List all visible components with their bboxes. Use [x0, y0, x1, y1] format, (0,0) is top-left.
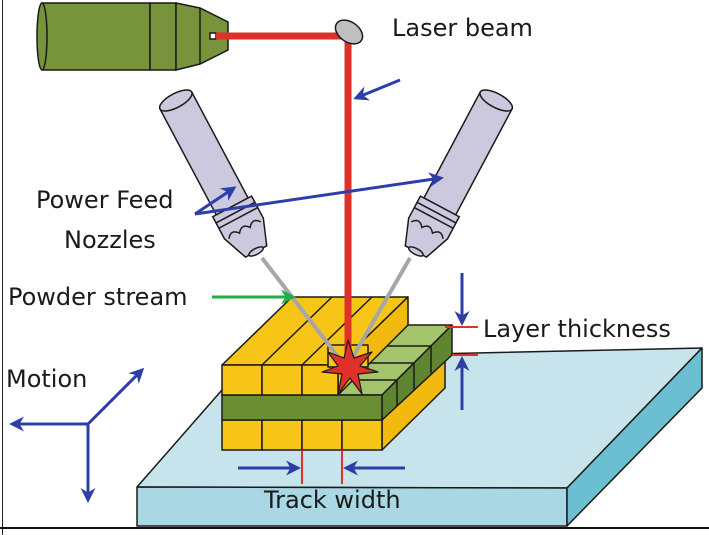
substrate-side-face	[566, 347, 703, 527]
powder-stream-left	[260, 256, 344, 364]
top-track-divider	[261, 296, 333, 366]
nozzle-pointer-arrow-left	[194, 186, 237, 216]
track-cell	[261, 364, 303, 396]
laser-beam-pointer-arrow	[353, 78, 401, 101]
mirror	[334, 19, 364, 45]
bottom-layer-front	[221, 419, 383, 451]
track-cell	[221, 419, 263, 451]
track-cell	[341, 419, 383, 451]
track-cell	[301, 419, 343, 451]
powder-feed-nozzle-left	[158, 89, 268, 259]
power-feed-nozzles-label-line2: Nozzles	[64, 226, 156, 254]
motion-axes-icon	[8, 367, 145, 503]
top-track-divider	[301, 296, 373, 366]
track-width-label: Track width	[264, 486, 401, 514]
powder-feed-nozzle-right	[404, 89, 514, 259]
middle-layer-front	[221, 394, 383, 421]
top-layer-front	[221, 364, 339, 396]
frame-left-border	[2, 0, 3, 535]
powder-stream-right	[348, 257, 412, 363]
layer-thickness-label: Layer thickness	[483, 315, 671, 343]
power-feed-nozzles-label-line1: Power Feed	[36, 186, 174, 214]
laser-beam-label: Laser beam	[392, 14, 533, 42]
track-cell	[221, 364, 263, 396]
frame-bottom-border	[0, 527, 709, 529]
melt-pool-spark-icon	[321, 339, 379, 395]
laser-source	[36, 2, 229, 71]
motion-label: Motion	[6, 365, 88, 393]
track-cell	[261, 419, 303, 451]
nozzle-pointer-arrow-right	[194, 172, 444, 216]
powder-stream-label: Powder stream	[8, 283, 188, 311]
